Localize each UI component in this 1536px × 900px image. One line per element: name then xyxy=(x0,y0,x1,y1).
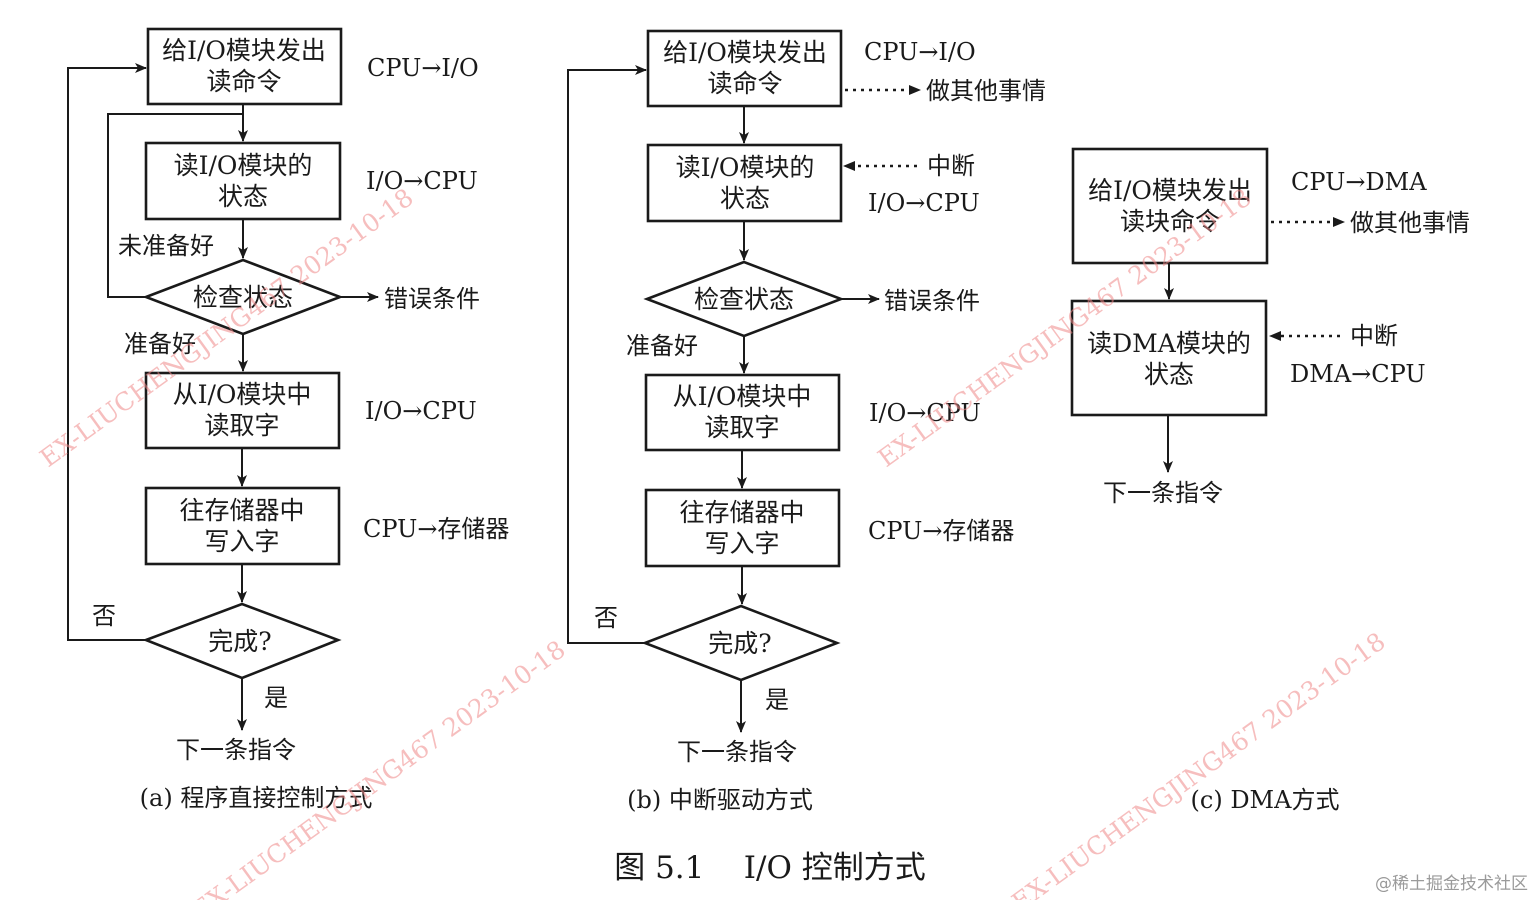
a-issue-read-line2: 读命令 xyxy=(206,67,281,96)
a-read-word-box xyxy=(144,371,341,450)
c-caption: (c) DMA方式 xyxy=(1191,786,1340,814)
c-read-dma-status-box xyxy=(1070,299,1268,417)
site-watermark: @稀土掘金技术社区 xyxy=(1375,874,1528,894)
b-caption: (b) 中断驱动方式 xyxy=(627,786,813,814)
a-side-label-1: CPU→I/O xyxy=(367,54,479,82)
c-issue-block-line1: 给I/O模块发出 xyxy=(1088,176,1252,205)
b-next-instruction: 下一条指令 xyxy=(677,738,797,766)
c-next-instruction: 下一条指令 xyxy=(1103,479,1223,507)
b-no-loop xyxy=(567,65,647,644)
c-other-arrowhead xyxy=(1333,217,1345,227)
b-check-status-label: 检查状态 xyxy=(694,285,794,314)
b-no-label: 否 xyxy=(594,604,618,632)
c-read-dma-line1: 读DMA模块的 xyxy=(1087,329,1251,358)
b-interrupt-arrowhead xyxy=(843,161,855,171)
c-other-things: 做其他事情 xyxy=(1350,209,1470,237)
b-yes-label: 是 xyxy=(765,686,789,714)
a-next-instruction: 下一条指令 xyxy=(176,736,296,764)
b-read-status-line2: 状态 xyxy=(720,184,770,213)
c-interrupt-arrowhead xyxy=(1269,331,1281,341)
a-side-label-2: I/O→CPU xyxy=(366,167,478,195)
b-read-status-box xyxy=(646,143,843,223)
a-done-diamond xyxy=(142,602,342,680)
b-read-status-line1: 读I/O模块的 xyxy=(676,153,815,182)
c-issue-block-line2: 读块命令 xyxy=(1120,207,1220,236)
a-read-status-line1: 读I/O模块的 xyxy=(174,151,313,180)
figure-title: 图 5.1 I/O 控制方式 xyxy=(614,850,926,886)
b-other-arrowhead xyxy=(909,85,921,95)
b-side-label-4: CPU→存储器 xyxy=(868,517,1014,545)
a-issue-read-box xyxy=(146,27,343,106)
a-side-label-3: I/O→CPU xyxy=(365,397,477,425)
a-read-word-line2: 读取字 xyxy=(204,411,279,440)
c-side-label-2: DMA→CPU xyxy=(1290,360,1426,388)
a-ready-label: 准备好 xyxy=(124,330,196,358)
a-no-label: 否 xyxy=(92,602,116,630)
a-not-ready-label: 未准备好 xyxy=(118,232,214,260)
c-issue-block-read-box xyxy=(1071,147,1269,265)
c-read-dma-line2: 状态 xyxy=(1144,360,1194,389)
b-ready-label: 准备好 xyxy=(626,332,698,360)
a-write-mem-line2: 写入字 xyxy=(204,527,279,556)
b-read-word-line1: 从I/O模块中 xyxy=(673,382,812,411)
a-not-ready-loop xyxy=(107,113,243,298)
a-issue-read-line1: 给I/O模块发出 xyxy=(162,36,326,65)
a-read-word-line1: 从I/O模块中 xyxy=(173,380,312,409)
b-done-label: 完成? xyxy=(708,629,771,658)
a-write-mem-line1: 往存储器中 xyxy=(179,496,304,525)
b-issue-read-line2: 读命令 xyxy=(707,69,782,98)
b-read-word-box xyxy=(644,373,841,452)
b-write-mem-line2: 写入字 xyxy=(704,529,779,558)
flowchart-b: 给I/O模块发出 读命令 读I/O模块的 状态 检查状态 从I/O模块中 读取字… xyxy=(567,29,1046,814)
b-interrupt-label: 中断 xyxy=(927,152,975,180)
c-interrupt-label: 中断 xyxy=(1350,322,1398,350)
a-check-status-label: 检查状态 xyxy=(193,283,293,312)
a-no-loop xyxy=(67,63,147,641)
a-read-status-box xyxy=(144,141,342,221)
flowchart-a: 给I/O模块发出 读命令 读I/O模块的 状态 检查状态 从I/O模块中 读取字… xyxy=(67,27,509,812)
a-done-label: 完成? xyxy=(208,627,271,656)
b-write-mem-line1: 往存储器中 xyxy=(679,498,804,527)
a-error-label: 错误条件 xyxy=(384,285,480,313)
b-issue-read-box xyxy=(646,29,843,108)
c-side-label-1: CPU→DMA xyxy=(1291,168,1427,196)
b-side-label-1: CPU→I/O xyxy=(864,38,976,66)
b-done-diamond xyxy=(641,604,841,682)
a-side-label-4: CPU→存储器 xyxy=(363,515,509,543)
b-issue-read-line1: 给I/O模块发出 xyxy=(663,38,827,67)
b-other-things: 做其他事情 xyxy=(926,77,1046,105)
watermark-4: EX-LIUCHENGJING467 2023-10-18 xyxy=(1006,627,1390,900)
b-error-label: 错误条件 xyxy=(884,287,980,315)
a-read-status-line2: 状态 xyxy=(218,182,268,211)
b-side-label-3: I/O→CPU xyxy=(869,399,981,427)
a-yes-label: 是 xyxy=(264,684,288,712)
a-caption: (a) 程序直接控制方式 xyxy=(140,784,373,812)
b-read-word-line2: 读取字 xyxy=(704,413,779,442)
b-side-label-2: I/O→CPU xyxy=(868,189,980,217)
flowchart-c: 给I/O模块发出 读块命令 读DMA模块的 状态 CPU→DMA 做其他事情 中… xyxy=(1070,147,1470,814)
